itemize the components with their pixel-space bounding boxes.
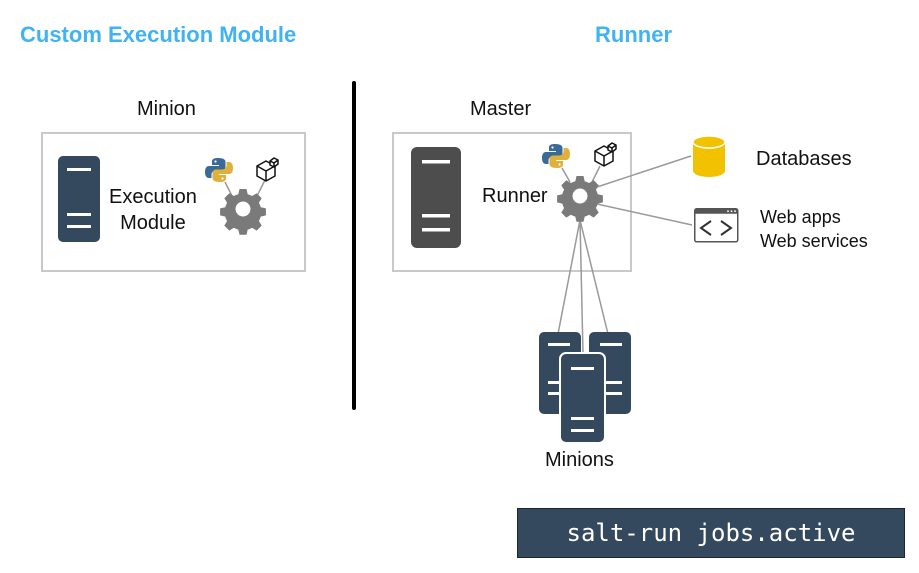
- server-cluster-icon: [539, 332, 631, 442]
- database-icon: [692, 135, 726, 177]
- execution-module-label: Execution Module: [109, 184, 197, 236]
- minion-box-title: Minion: [137, 98, 196, 120]
- runner-label: Runner: [482, 185, 548, 207]
- section-title-runner: Runner: [595, 22, 672, 47]
- execution-module-label-line2: Module: [120, 212, 186, 234]
- execution-module-label-line1: Execution: [109, 186, 197, 208]
- web-apps-label: Web apps: [760, 207, 841, 227]
- master-box-title: Master: [470, 98, 532, 120]
- cluster-server-left: [539, 332, 581, 414]
- section-divider: [352, 81, 356, 410]
- command-box: salt-run jobs.active: [517, 508, 905, 558]
- section-title-custom-execution-module: Custom Execution Module: [20, 22, 297, 47]
- web-services-label: Web services: [760, 231, 868, 251]
- cluster-server-front: [559, 352, 606, 442]
- minions-label: Minions: [545, 449, 614, 471]
- code-window-icon: [694, 208, 739, 243]
- databases-label: Databases: [756, 148, 852, 170]
- web-label: Web apps Web services: [760, 205, 868, 253]
- cluster-server-right: [589, 332, 631, 414]
